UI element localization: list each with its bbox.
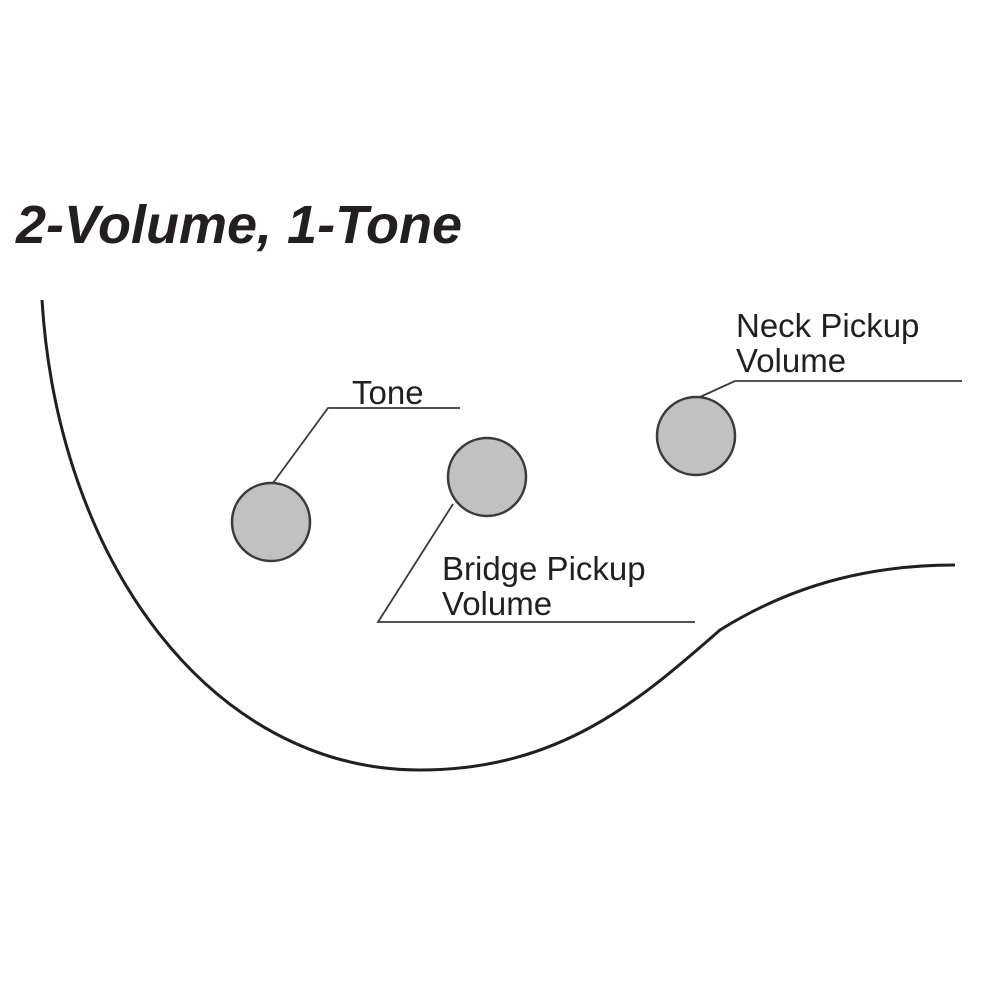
neck-leader-line <box>699 380 962 398</box>
neck-label-line2: Volume <box>736 342 846 379</box>
tone-knob <box>230 481 312 563</box>
tone-leader-line <box>272 407 460 484</box>
guitar-body-outline <box>40 299 956 772</box>
diagram-title: 2-Volume, 1-Tone <box>15 195 462 255</box>
tone-knob-group: Tone <box>230 374 460 563</box>
neck-volume-knob <box>655 395 737 477</box>
neck-volume-knob-group: Neck Pickup Volume <box>655 307 962 477</box>
bridge-label-line2: Volume <box>442 585 552 622</box>
neck-label-line1: Neck Pickup <box>736 307 919 344</box>
bridge-label-line1: Bridge Pickup <box>442 550 646 587</box>
bridge-volume-knob-group: Bridge Pickup Volume <box>376 436 695 623</box>
tone-label: Tone <box>352 374 424 411</box>
bridge-leader-line <box>376 503 695 623</box>
bridge-volume-knob <box>446 436 528 518</box>
